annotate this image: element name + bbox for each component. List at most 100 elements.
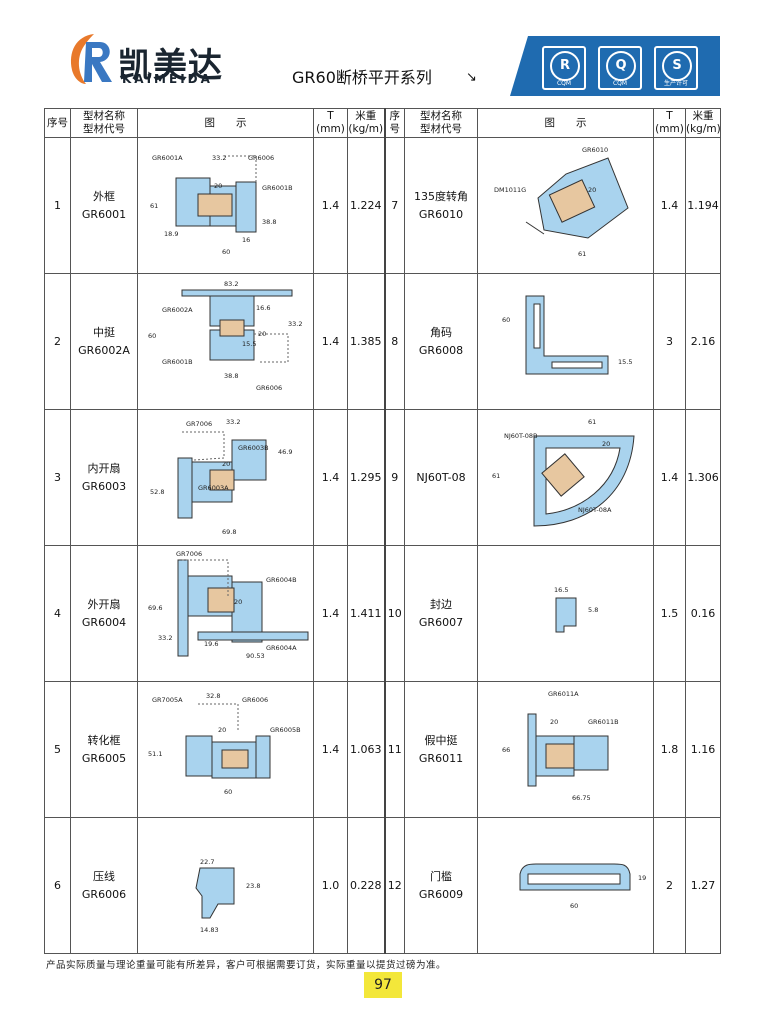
dimension-label: 33.2 <box>226 418 240 426</box>
footnote: 产品实际质量与理论重量可能有所差异，客户可根据需要订货，实际重量以提货过磅为准。 <box>46 960 447 971</box>
dimension-label: 60 <box>502 316 510 324</box>
seq-cell: 11 <box>383 681 405 818</box>
dimension-label: GR7005A <box>152 696 183 704</box>
dimension-label: 16 <box>242 236 250 244</box>
dimension-label: GR6002A <box>162 306 193 314</box>
col-thickness: T(mm) <box>313 108 348 138</box>
col-drawing: 图 示 <box>137 108 314 138</box>
weight-cell: 1.306 <box>685 409 721 546</box>
dimension-label: 19.6 <box>204 640 218 648</box>
brand-name-en: KAIMEIDA <box>122 72 213 86</box>
series-title: GR60断桥平开系列 <box>292 68 432 87</box>
profile-cross-section <box>177 559 309 657</box>
profile-cross-section <box>533 435 635 527</box>
dimension-label: 66.75 <box>572 794 591 802</box>
dimension-label: GR6011A <box>548 690 579 698</box>
dimension-label: 20 <box>550 718 558 726</box>
dimension-label: 90.53 <box>246 652 265 660</box>
profile-cross-section <box>195 867 235 919</box>
profile-cross-section <box>527 713 609 787</box>
dimension-label: GR7006 <box>186 420 212 428</box>
dimension-label: GR6010 <box>582 146 608 154</box>
dimension-label: DM1011G <box>494 186 526 194</box>
cqm-r-cert-icon: R CQM <box>542 46 586 90</box>
weight-cell: 1.27 <box>685 817 721 954</box>
profile-cross-section <box>519 863 631 891</box>
dimension-label: 33.2 <box>288 320 302 328</box>
dimension-label: 23.8 <box>246 882 260 890</box>
seq-cell: 5 <box>44 681 71 818</box>
dimension-label: 38.8 <box>224 372 238 380</box>
dimension-label: 15.5 <box>242 340 256 348</box>
weight-cell: 1.224 <box>347 137 385 274</box>
thickness-cell: 1.4 <box>313 545 348 682</box>
profile-cross-section <box>177 431 267 519</box>
seq-cell: 2 <box>44 273 71 410</box>
dimension-label: 20 <box>588 186 596 194</box>
production-license-icon: S 生产许可 <box>654 46 698 90</box>
table-header-row: 序号 型材名称型材代号 图 示 T(mm) 米重(kg/m) 序号 型材名称型材… <box>44 108 721 138</box>
seq-cell: 9 <box>383 409 405 546</box>
col-seq: 序号 <box>44 108 71 138</box>
dimension-label: 60 <box>222 248 230 256</box>
weight-cell: 1.194 <box>685 137 721 274</box>
weight-cell: 1.063 <box>347 681 385 818</box>
dimension-label: GR6006 <box>248 154 274 162</box>
col-weight-right: 米重(kg/m) <box>685 108 721 138</box>
dimension-label: 18.9 <box>164 230 178 238</box>
dimension-label: GR6006 <box>256 384 282 392</box>
dimension-label: 16.6 <box>256 304 270 312</box>
dimension-label: 5.8 <box>588 606 598 614</box>
dimension-label: 69.6 <box>148 604 162 612</box>
certification-strip: R CQM Q CQM S 生产许可 <box>510 36 720 96</box>
dimension-label: 22.7 <box>200 858 214 866</box>
dimension-label: GR6004B <box>266 576 297 584</box>
thickness-cell: 1.4 <box>313 681 348 818</box>
dimension-label: 61 <box>578 250 586 258</box>
thickness-cell: 1.4 <box>313 409 348 546</box>
dimension-label: 61 <box>492 472 500 480</box>
weight-cell: 1.16 <box>685 681 721 818</box>
dimension-label: 15.5 <box>618 358 632 366</box>
dimension-label: GR6005B <box>270 726 301 734</box>
profile-drawing: 16.55.8 <box>554 586 598 633</box>
dimension-label: GR6004A <box>266 644 297 652</box>
brand-name-cn: 凯美达 <box>118 46 223 86</box>
seq-cell: 12 <box>383 817 405 954</box>
dimension-label: GR7006 <box>176 550 202 558</box>
dimension-label: 60 <box>224 788 232 796</box>
dimension-label: GR6001A <box>152 154 183 162</box>
weight-cell: 1.385 <box>347 273 385 410</box>
seq-cell: 6 <box>44 817 71 954</box>
dimension-label: 66 <box>502 746 510 754</box>
profile-drawing: 60 15.5 <box>502 295 632 375</box>
dimension-label: 60 <box>570 902 578 910</box>
profile-name-cell: NJ60T-08 <box>404 409 478 546</box>
seq-cell: 10 <box>383 545 405 682</box>
dimension-label: 61 <box>588 418 596 426</box>
dimension-label: GR6001B <box>162 358 193 366</box>
profile-cross-section <box>555 597 577 633</box>
